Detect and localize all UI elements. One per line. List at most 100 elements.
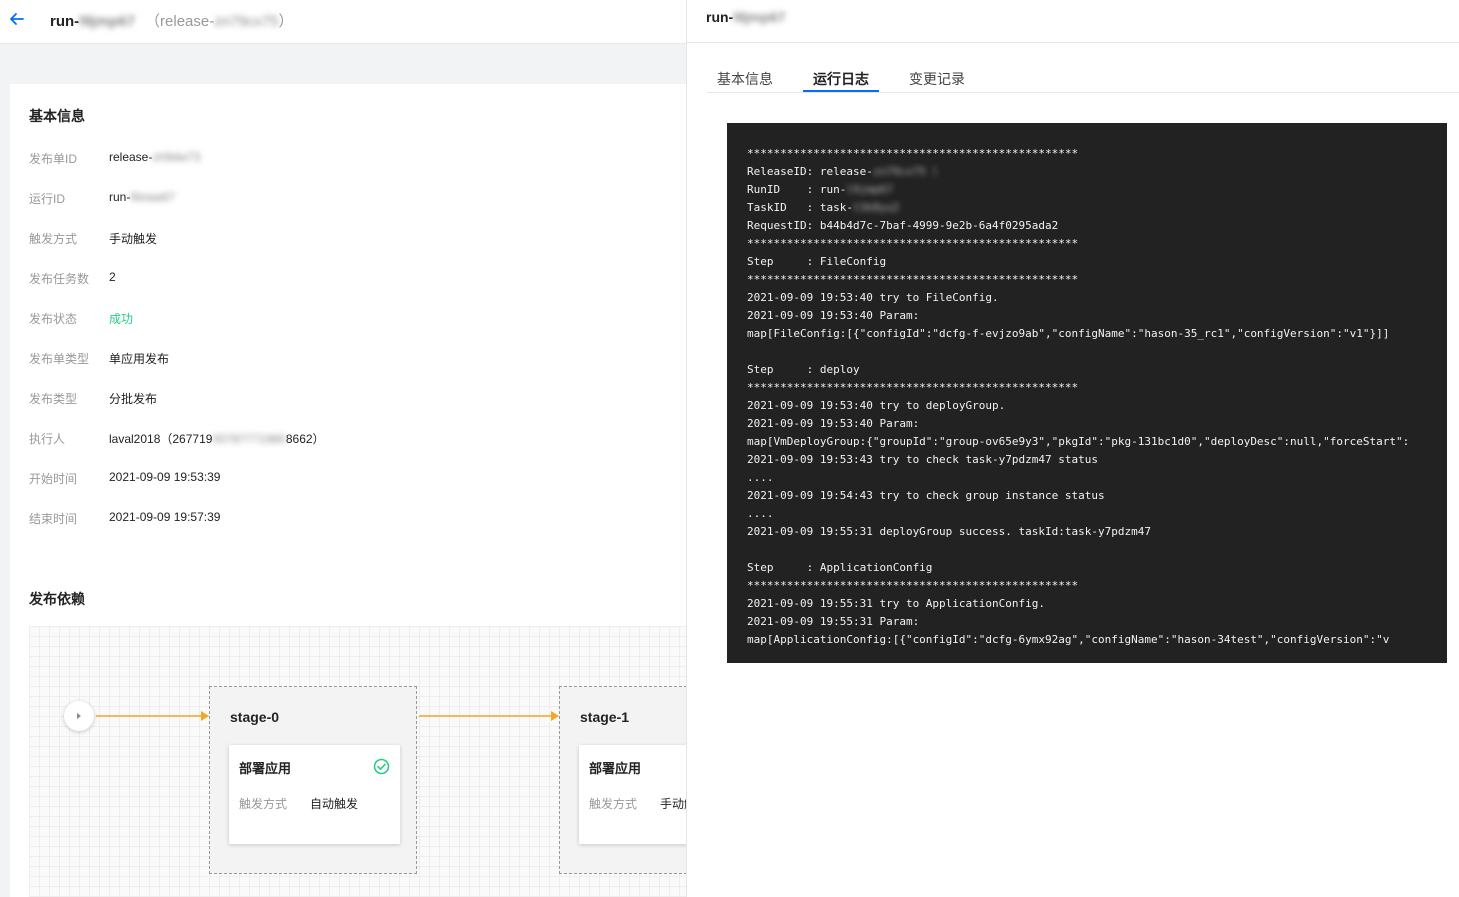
log-line: 2021-09-09 19:53:40 Param: [747,307,1447,325]
info-value: 分批发布 [109,390,157,407]
log-line-text: Step : FileConfig [747,255,887,268]
log-line-text: ****************************************… [747,147,1079,160]
log-line: TaskID : task-t3k8yu2 [747,199,1447,217]
log-line: Step : FileConfig [747,253,1447,271]
info-value-text: run- [109,190,131,204]
log-line-redacted: zn79cx75 ） [872,165,944,178]
info-label: 开始时间 [29,472,78,486]
log-line: .... [747,469,1447,487]
log-line: .... [747,505,1447,523]
info-value-redacted: 00787771980 [212,432,286,446]
page-title: run-l9jmp67（release-zn79cx75） [50,10,293,31]
task-title: 部署应用 [589,761,642,776]
info-value: 手动触发 [109,230,157,247]
info-value-text: 单应用发布 [109,352,170,366]
basic-info-title: 基本信息 [29,108,85,124]
log-line-text: .... [747,507,774,520]
log-line-text: 2021-09-09 19:55:31 deployGroup success.… [747,525,1151,538]
log-line: ****************************************… [747,271,1447,289]
log-line: 2021-09-09 19:53:40 Param: [747,415,1447,433]
drawer-header: run-l9jmp67 [687,0,1459,43]
tab-basic-info[interactable]: 基本信息 [717,71,773,87]
drawer-title-prefix: run- [706,9,734,25]
log-line-text: map[VmDeployGroup:{"groupId":"group-ov65… [747,435,1410,448]
log-line-text: map[ApplicationConfig:[{"configId":"dcfg… [747,633,1390,646]
log-line-text: map[FileConfig:[{"configId":"dcfg-f-evjz… [747,327,1390,340]
arrow-head-icon [551,711,559,721]
tab-run-log[interactable]: 运行日志 [803,69,879,92]
arrow-head-icon [201,711,209,721]
info-value-redacted: zh9dw73 [152,150,201,164]
page-subtitle-prefix: （release- [145,13,215,30]
info-label: 运行ID [29,192,66,206]
log-line-text: 2021-09-09 19:53:43 try to check task-y7… [747,453,1098,466]
page-subtitle-redacted: zn79cx75 [214,13,279,30]
log-line-text: 2021-09-09 19:53:40 try to FileConfig. [747,291,999,304]
log-line-text: RequestID: b44b4d7c-7baf-4999-9e2b-6a4f0… [747,219,1059,232]
log-line: 2021-09-09 19:55:31 Param: [747,613,1447,631]
log-line-text: 2021-09-09 19:53:40 Param: [747,417,920,430]
release-detail-page: run-l9jmp67（release-zn79cx75） 基本信息 发布单ID… [0,0,686,897]
log-line-text: Step : deploy [747,363,860,376]
info-label: 发布状态 [29,312,78,326]
log-line-text: ****************************************… [747,273,1079,286]
task-trigger-label: 触发方式 [239,797,288,811]
stage-task-card[interactable]: 部署应用 触发方式 手动触发 [579,745,686,844]
log-line: Step : deploy [747,361,1447,379]
info-label: 执行人 [29,432,66,446]
log-lines: ****************************************… [747,145,1447,649]
info-value-text: 2 [109,270,116,284]
info-value: run-l9xiaa67 [109,190,175,204]
back-arrow-icon[interactable] [6,8,28,30]
run-log-drawer: run-l9jmp67 基本信息 运行日志 变更记录 *************… [686,0,1459,897]
log-line-redacted: t3k8yu2 [852,201,900,214]
log-line: 2021-09-09 19:53:40 try to FileConfig. [747,289,1447,307]
info-value-suffix: 8662） [285,432,325,446]
info-label: 触发方式 [29,232,78,246]
log-line: map[VmDeployGroup:{"groupId":"group-ov65… [747,433,1447,451]
log-line-text: 2021-09-09 19:55:31 try to ApplicationCo… [747,597,1046,610]
info-label: 发布单类型 [29,352,90,366]
log-line: ****************************************… [747,235,1447,253]
info-label: 发布类型 [29,392,78,406]
stage-name: stage-0 [230,709,280,725]
pipeline-canvas[interactable]: stage-0 部署应用 触发方式 自动触发 stage-1 部署应用 触发方式… [29,626,686,897]
log-line-text: 2021-09-09 19:53:40 Param: [747,309,920,322]
drawer-tabs: 基本信息 运行日志 变更记录 [707,60,1459,93]
stage-name: stage-1 [580,709,630,725]
page-title-prefix: run- [50,13,80,30]
info-value-text: 分批发布 [109,392,158,406]
info-value: release-zh9dw73 [109,150,200,164]
stage-1-box[interactable]: stage-1 部署应用 触发方式 手动触发 [559,686,686,874]
log-line-text: RunID : run- [747,183,847,196]
info-value: 成功 [109,310,133,327]
log-line-text: 2021-09-09 19:53:40 try to deployGroup. [747,399,1006,412]
page-subtitle-suffix: ） [278,13,294,30]
log-line-text: ****************************************… [747,381,1079,394]
info-value: 单应用发布 [109,350,169,367]
info-value: 2 [109,270,116,284]
task-trigger-value: 手动触发 [660,797,686,811]
play-icon [77,713,81,719]
check-circle-icon [373,758,390,775]
page-subtitle: （release-zn79cx75） [145,13,293,30]
stage-task-card[interactable]: 部署应用 触发方式 自动触发 [229,745,400,844]
pipeline-start-node[interactable] [64,701,94,731]
info-value-text: 手动触发 [109,232,158,246]
log-line: 2021-09-09 19:53:40 try to deployGroup. [747,397,1447,415]
info-value-redacted: l9xiaa67 [130,190,176,204]
drawer-title-redacted: l9jmp67 [733,9,786,25]
page-header: run-l9jmp67（release-zn79cx75） [0,0,686,44]
log-line-text: 2021-09-09 19:55:31 Param: [747,615,920,628]
log-line-text: .... [747,471,774,484]
task-trigger-label: 触发方式 [589,797,638,811]
log-line [747,343,1447,361]
info-value-text: 成功 [109,312,134,326]
log-line: 2021-09-09 19:55:31 try to ApplicationCo… [747,595,1447,613]
log-line: map[ApplicationConfig:[{"configId":"dcfg… [747,631,1447,649]
stage-0-box[interactable]: stage-0 部署应用 触发方式 自动触发 [209,686,417,874]
log-console[interactable]: ****************************************… [727,123,1447,663]
log-line: 2021-09-09 19:53:43 try to check task-y7… [747,451,1447,469]
tab-change-record[interactable]: 变更记录 [909,71,965,87]
